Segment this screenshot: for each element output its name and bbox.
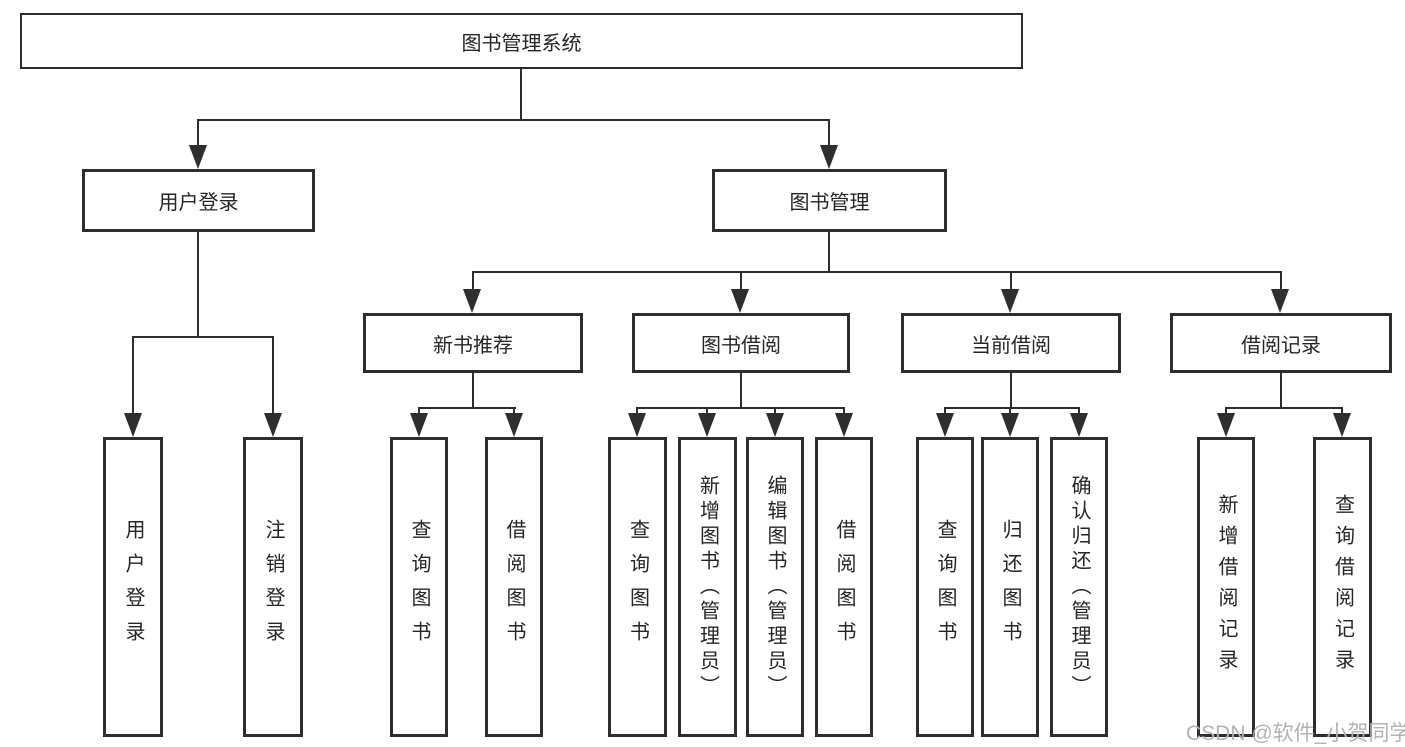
leaf-add-books-admin: 新增图书（管理员） xyxy=(678,437,737,737)
node-label: 借阅记录 xyxy=(1241,334,1321,357)
leaf-label: 借阅图书 xyxy=(833,519,855,655)
csdn-watermark: CSDN @软件_小贺同学 xyxy=(1186,722,1405,745)
leaf-label: 查询图书 xyxy=(934,519,956,655)
connector-line xyxy=(472,271,474,290)
connector-line xyxy=(197,232,199,336)
connector-line xyxy=(1225,407,1343,409)
connector-line xyxy=(272,336,274,414)
node-library-management-system: 图书管理系统 xyxy=(20,13,1023,69)
arrowhead-down-icon xyxy=(1271,289,1289,313)
connector-line xyxy=(418,407,516,409)
node-label: 用户登录 xyxy=(158,192,239,214)
connector-line xyxy=(706,407,708,415)
arrowhead-down-icon xyxy=(1001,289,1019,313)
leaf-logout: 注销登录 xyxy=(243,437,303,737)
connector-line xyxy=(472,373,474,409)
node-borrowing-records: 借阅记录 xyxy=(1170,313,1392,373)
arrowhead-down-icon xyxy=(264,413,282,437)
connector-line xyxy=(843,407,845,415)
leaf-borrow-books: 借阅图书 xyxy=(485,437,543,737)
leaf-label: 确认归还（管理员） xyxy=(1068,474,1090,700)
leaf-query-borrow-record: 查询借阅记录 xyxy=(1313,437,1372,737)
leaf-label: 新增借阅记录 xyxy=(1215,494,1237,680)
connector-line xyxy=(198,119,830,121)
leaf-return-books: 归还图书 xyxy=(981,437,1039,737)
leaf-label: 查询图书 xyxy=(408,519,430,655)
leaf-label: 编辑图书（管理员） xyxy=(764,474,786,700)
node-current-borrowing: 当前借阅 xyxy=(901,313,1121,373)
leaf-label: 注销登录 xyxy=(262,519,284,655)
leaf-borrow-books: 借阅图书 xyxy=(815,437,873,737)
leaf-edit-books-admin: 编辑图书（管理员） xyxy=(746,437,804,737)
node-user-login: 用户登录 xyxy=(82,169,315,232)
connector-line xyxy=(1280,373,1282,409)
leaf-label: 查询图书 xyxy=(626,519,649,655)
arrowhead-down-icon xyxy=(410,413,428,437)
connector-line xyxy=(1009,407,1011,415)
connector-line xyxy=(1010,373,1012,409)
connector-line xyxy=(132,336,274,338)
connector-line xyxy=(132,336,134,414)
leaf-user-login: 用户登录 xyxy=(103,437,163,737)
arrowhead-down-icon xyxy=(835,413,853,437)
arrowhead-down-icon xyxy=(1333,413,1351,437)
connector-line xyxy=(197,119,199,147)
arrowhead-down-icon xyxy=(628,413,646,437)
arrowhead-down-icon xyxy=(731,289,749,313)
leaf-query-books: 查询图书 xyxy=(916,437,974,737)
connector-line xyxy=(1341,407,1343,415)
node-book-management: 图书管理 xyxy=(712,169,947,232)
leaf-label: 归还图书 xyxy=(999,519,1021,655)
connector-line xyxy=(636,407,845,409)
connector-line xyxy=(740,373,742,409)
arrowhead-down-icon xyxy=(936,413,954,437)
arrowhead-down-icon xyxy=(820,145,838,169)
node-label: 图书借阅 xyxy=(701,334,781,357)
arrowhead-down-icon xyxy=(505,413,523,437)
leaf-add-borrow-record: 新增借阅记录 xyxy=(1197,437,1255,737)
arrowhead-down-icon xyxy=(124,413,142,437)
arrowhead-down-icon xyxy=(463,289,481,313)
leaf-query-books: 查询图书 xyxy=(608,437,667,737)
connector-line xyxy=(513,407,515,415)
connector-line xyxy=(828,119,830,147)
node-label: 当前借阅 xyxy=(971,334,1051,357)
leaf-label: 借阅图书 xyxy=(503,519,525,655)
arrowhead-down-icon xyxy=(698,413,716,437)
connector-line xyxy=(944,407,1080,409)
arrowhead-down-icon xyxy=(1217,413,1235,437)
connector-line xyxy=(636,407,638,415)
connector-line xyxy=(1010,271,1012,290)
node-label: 新书推荐 xyxy=(433,334,513,357)
node-label: 图书管理系统 xyxy=(461,32,582,55)
arrowhead-down-icon xyxy=(766,413,784,437)
leaf-label: 用户登录 xyxy=(122,519,144,655)
node-label: 图书管理 xyxy=(789,192,870,214)
connector-line xyxy=(1280,271,1282,290)
arrowhead-down-icon xyxy=(1070,413,1088,437)
leaf-label: 查询借阅记录 xyxy=(1331,494,1354,680)
connector-line xyxy=(1225,407,1227,415)
connector-line xyxy=(418,407,420,415)
node-new-book-recommend: 新书推荐 xyxy=(363,313,583,373)
connector-line xyxy=(1078,407,1080,415)
connector-line xyxy=(472,271,1282,273)
connector-line xyxy=(520,69,522,120)
connector-line xyxy=(944,407,946,415)
arrowhead-down-icon xyxy=(189,145,207,169)
node-book-borrowing: 图书借阅 xyxy=(632,313,850,373)
leaf-confirm-return-admin: 确认归还（管理员） xyxy=(1050,437,1108,737)
leaf-label: 新增图书（管理员） xyxy=(696,474,719,700)
leaf-query-books: 查询图书 xyxy=(390,437,448,737)
arrowhead-down-icon xyxy=(1001,413,1019,437)
connector-line xyxy=(774,407,776,415)
connector-line xyxy=(740,271,742,290)
connector-line xyxy=(828,232,830,273)
